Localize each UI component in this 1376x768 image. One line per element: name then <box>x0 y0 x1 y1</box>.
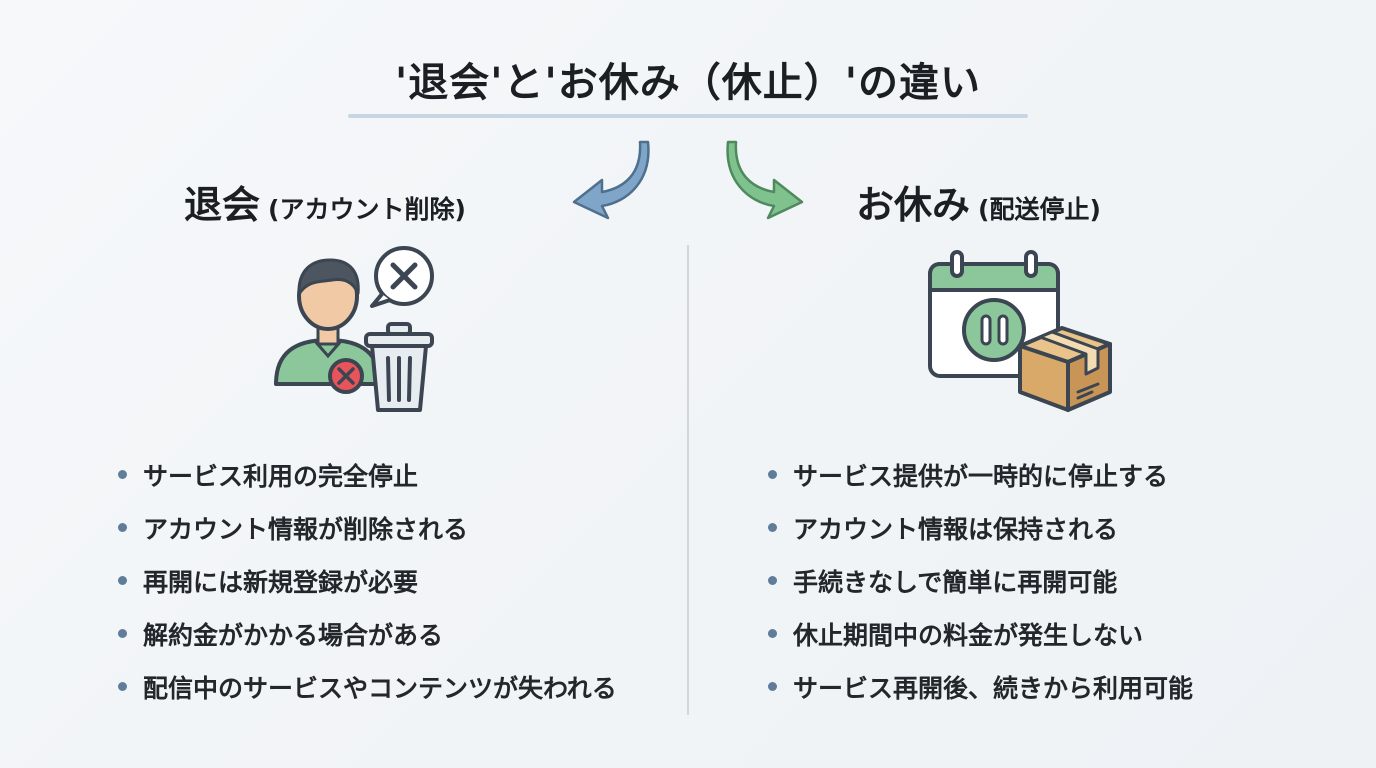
withdrawal-heading-sub: (アカウント削除) <box>268 195 466 224</box>
pause-heading: お休み(配送停止) <box>856 174 1101 229</box>
bullet-dot <box>768 576 777 585</box>
pause-heading-sub: (配送停止) <box>978 195 1101 224</box>
list-item-text: サービス利用の完全停止 <box>143 461 419 491</box>
list-item-text: アカウント情報が削除される <box>143 514 469 544</box>
pause-heading-main: お休み <box>856 183 971 227</box>
list-item-text: 解約金がかかる場合がある <box>143 620 444 650</box>
title-underline <box>348 114 1028 118</box>
bullet-dot <box>118 576 127 585</box>
list-item-text: 配信中のサービスやコンテンツが失われる <box>143 673 617 703</box>
user-icon <box>274 258 382 386</box>
account-delete-illustration <box>274 246 434 412</box>
list-item: 休止期間中の料金が発生しない <box>768 607 1193 660</box>
list-item-text: 休止期間中の料金が発生しない <box>793 620 1144 650</box>
list-item: アカウント情報が削除される <box>118 501 617 554</box>
list-item-text: 手続きなしで簡単に再開可能 <box>793 567 1118 597</box>
list-item: 配信中のサービスやコンテンツが失われる <box>118 660 617 713</box>
list-item-text: サービス提供が一時的に停止する <box>793 461 1169 491</box>
list-item: 手続きなしで簡単に再開可能 <box>768 554 1193 607</box>
list-item: 解約金がかかる場合がある <box>118 607 617 660</box>
list-item: サービス利用の完全停止 <box>118 448 617 501</box>
right-curved-arrow-icon <box>726 140 804 220</box>
trash-can-icon <box>364 322 434 412</box>
pause-list: サービス提供が一時的に停止する アカウント情報は保持される 手続きなしで簡単に再… <box>768 448 1193 713</box>
bullet-dot <box>768 682 777 691</box>
remove-badge-icon <box>328 358 364 394</box>
column-divider <box>687 245 689 715</box>
bullet-dot <box>118 523 127 532</box>
bullet-dot <box>118 682 127 691</box>
list-item-text: 再開には新規登録が必要 <box>143 567 419 597</box>
list-item: 再開には新規登録が必要 <box>118 554 617 607</box>
bullet-dot <box>118 470 127 479</box>
list-item: サービス再開後、続きから利用可能 <box>768 660 1193 713</box>
withdrawal-heading-main: 退会 <box>184 183 261 227</box>
list-item-text: アカウント情報は保持される <box>793 514 1119 544</box>
pause-icon <box>962 298 1026 362</box>
bullet-dot <box>768 470 777 479</box>
withdrawal-heading: 退会(アカウント削除) <box>184 174 466 229</box>
package-box-icon <box>1018 326 1112 412</box>
list-item-text: サービス再開後、続きから利用可能 <box>793 673 1194 703</box>
bullet-dot <box>118 629 127 638</box>
speech-bubble-x-icon <box>370 246 434 308</box>
withdrawal-list: サービス利用の完全停止 アカウント情報が削除される 再開には新規登録が必要 解約… <box>118 448 617 713</box>
bullet-dot <box>768 523 777 532</box>
list-item: サービス提供が一時的に停止する <box>768 448 1193 501</box>
bullet-dot <box>768 629 777 638</box>
page-title: '退会'と'お休み（休止）'の違い <box>395 60 981 106</box>
list-item: アカウント情報は保持される <box>768 501 1193 554</box>
pause-delivery-illustration <box>928 250 1112 412</box>
left-curved-arrow-icon <box>572 140 650 220</box>
